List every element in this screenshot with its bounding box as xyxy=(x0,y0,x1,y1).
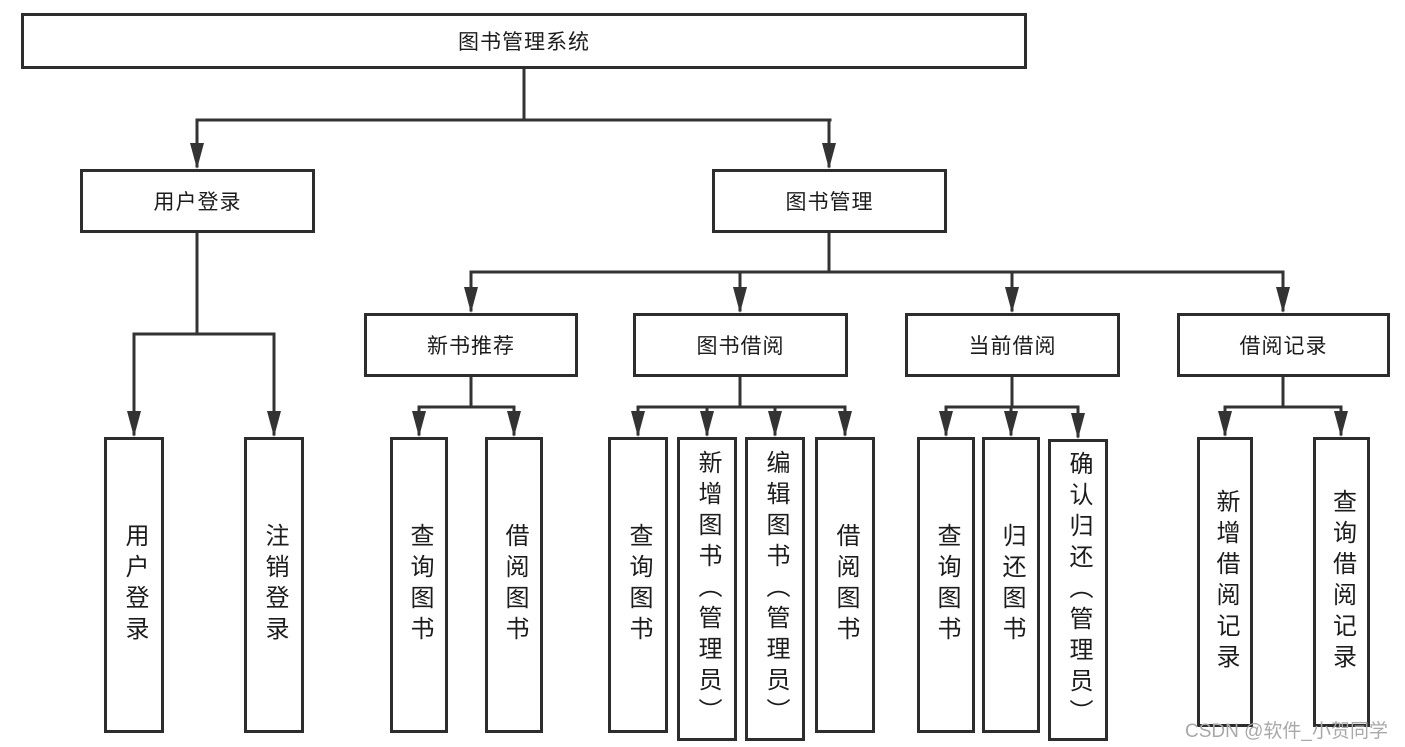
leaf-add-borrow-record: 新增借阅记录 xyxy=(1197,437,1253,727)
leaf-borrow-books-2-label: 借阅图书 xyxy=(832,523,859,647)
node-user-login: 用户登录 xyxy=(80,169,315,233)
node-current-borrow-label: 当前借阅 xyxy=(968,335,1057,358)
node-book-management: 图书管理 xyxy=(712,169,947,233)
leaf-return-books-label: 归还图书 xyxy=(998,523,1025,647)
node-user-login-label: 用户登录 xyxy=(153,191,242,214)
csdn-watermark: CSDN @软件_小贺同学 xyxy=(1185,721,1388,742)
leaf-add-books-admin-label: 新增图书（管理员） xyxy=(694,449,721,729)
leaf-query-books-2: 查询图书 xyxy=(608,437,668,733)
leaf-edit-books-admin: 编辑图书（管理员） xyxy=(745,437,805,741)
leaf-query-books-2-label: 查询图书 xyxy=(625,523,652,647)
node-borrow-record-label: 借阅记录 xyxy=(1239,335,1328,358)
leaf-add-books-admin: 新增图书（管理员） xyxy=(677,437,737,741)
leaf-confirm-return-admin-label: 确认归还（管理员） xyxy=(1065,450,1092,730)
leaf-add-borrow-record-label: 新增借阅记录 xyxy=(1212,489,1239,675)
node-book-borrow: 图书借阅 xyxy=(633,313,848,377)
leaf-borrow-books-1: 借阅图书 xyxy=(485,437,543,733)
leaf-query-books-1-label: 查询图书 xyxy=(406,523,433,647)
leaf-confirm-return-admin: 确认归还（管理员） xyxy=(1048,439,1108,741)
leaf-query-borrow-record: 查询借阅记录 xyxy=(1313,437,1370,727)
node-root-system: 图书管理系统 xyxy=(21,13,1027,69)
node-current-borrow: 当前借阅 xyxy=(905,313,1120,377)
node-book-management-label: 图书管理 xyxy=(785,191,874,214)
leaf-borrow-books-2: 借阅图书 xyxy=(815,437,875,733)
node-new-book-recommend: 新书推荐 xyxy=(364,313,578,377)
leaf-user-login-label: 用户登录 xyxy=(121,523,148,647)
leaf-logout-label: 注销登录 xyxy=(261,523,288,647)
node-book-borrow-label: 图书借阅 xyxy=(696,335,785,358)
leaf-query-books-3-label: 查询图书 xyxy=(933,523,960,647)
node-borrow-record: 借阅记录 xyxy=(1177,313,1390,377)
leaf-logout: 注销登录 xyxy=(244,437,304,733)
node-root-label: 图书管理系统 xyxy=(458,31,590,54)
leaf-return-books: 归还图书 xyxy=(982,437,1040,733)
leaf-query-borrow-record-label: 查询借阅记录 xyxy=(1328,489,1356,675)
node-new-book-recommend-label: 新书推荐 xyxy=(427,335,515,358)
leaf-query-books-3: 查询图书 xyxy=(917,437,975,733)
leaf-user-login: 用户登录 xyxy=(104,437,164,733)
leaf-query-books-1: 查询图书 xyxy=(390,437,448,733)
leaf-borrow-books-1-label: 借阅图书 xyxy=(501,523,528,647)
leaf-edit-books-admin-label: 编辑图书（管理员） xyxy=(762,449,789,729)
